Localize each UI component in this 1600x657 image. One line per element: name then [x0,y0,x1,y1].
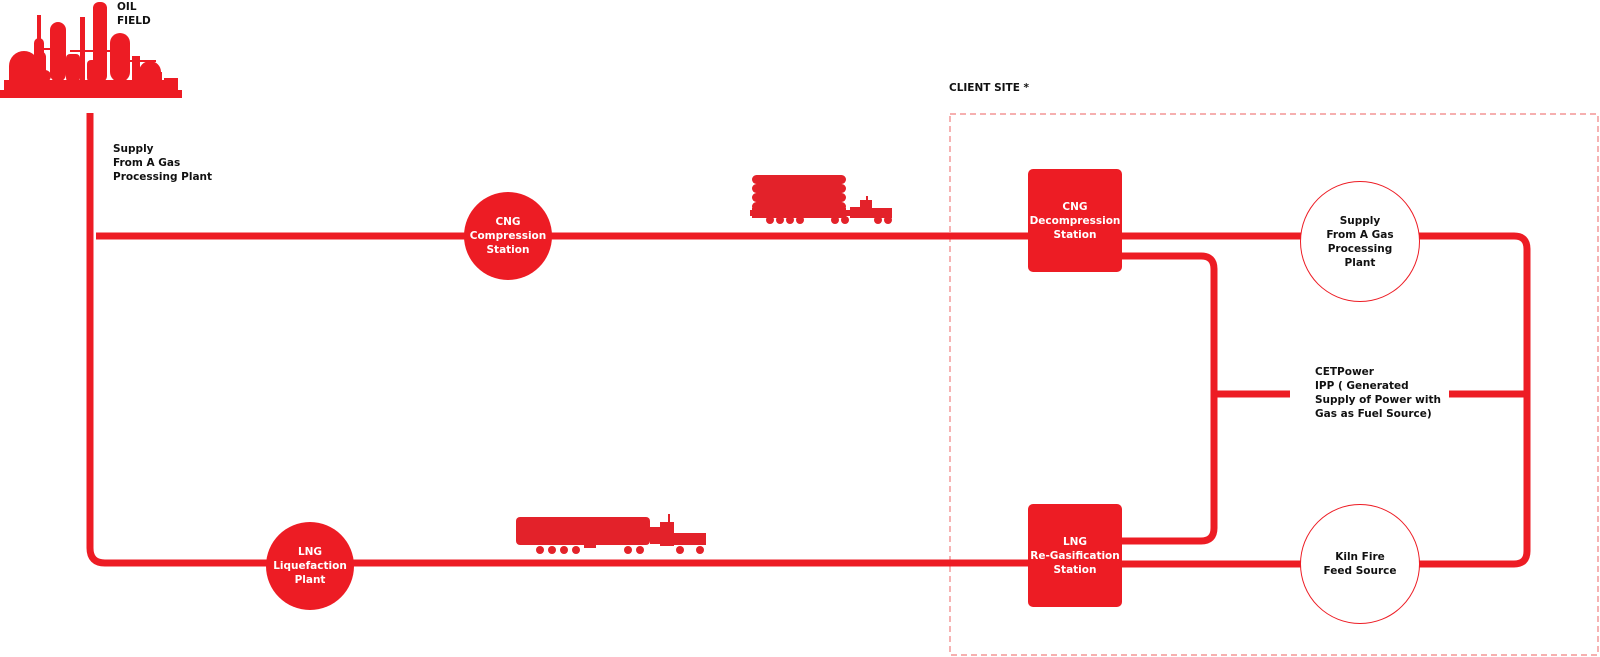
supply-gas-processing-plant-node-label: Supply From A Gas Processing Plant [1326,214,1394,269]
pipe-source-to-lng [86,113,1030,567]
cng-compression-station-label: CNG Compression Station [469,216,547,256]
oil-refinery-icon [0,2,182,98]
client-site-boundary [949,113,1599,656]
lng-liquefaction-plant[interactable]: LNG Liquefaction Plant [266,522,354,610]
cng-tube-trailer-truck-icon [750,175,892,224]
cetpower-ipp-label: CETPower IPP ( Generated Supply of Power… [1315,366,1441,420]
lng-regasification-station-label: LNG Re-Gasification Station [1030,535,1120,576]
oil-field-label: OIL FIELD [117,1,151,27]
cng-compression-station[interactable]: CNG Compression Station [464,192,552,280]
lng-regasification-station[interactable]: LNG Re-Gasification Station [1028,504,1122,607]
kiln-fire-feed-source-node[interactable]: Kiln Fire Feed Source [1300,504,1420,624]
pipe-supply-to-right-bus [1418,232,1531,568]
cng-decompression-station-label: CNG Decompression Station [1029,200,1121,241]
cng-decompression-station[interactable]: CNG Decompression Station [1028,169,1122,272]
lng-liquefaction-plant-label: LNG Liquefaction Plant [273,546,347,586]
pipe-left-bus [1120,252,1218,545]
client-site-label: CLIENT SITE * [949,82,1030,94]
lng-tanker-truck-icon [516,514,706,554]
kiln-fire-feed-source-node-label: Kiln Fire Feed Source [1323,551,1397,577]
supply-gas-plant-label: Supply From A Gas Processing Plant [113,143,213,183]
supply-gas-processing-plant-node[interactable]: Supply From A Gas Processing Plant [1300,181,1420,302]
